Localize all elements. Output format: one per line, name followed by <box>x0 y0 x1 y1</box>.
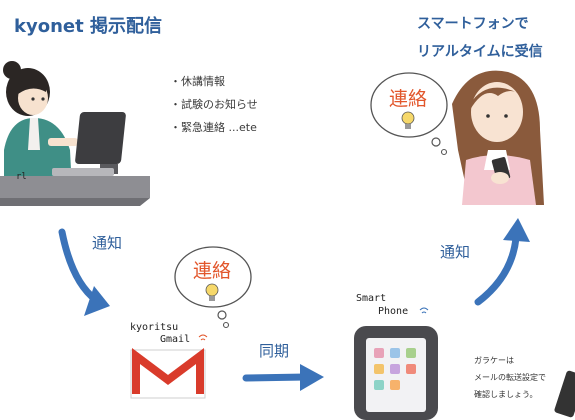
page-title: kyonet 掲示配信 <box>14 16 162 37</box>
arrow-sync <box>242 373 310 382</box>
arrow-notify-down-head <box>84 286 110 316</box>
bullet-item: ・休講情報 <box>170 75 225 88</box>
realtime-caption-line: リアルタイムに受信 <box>417 44 543 60</box>
sync-label: 同期 <box>259 342 290 360</box>
note-line: メールの転送設定で <box>474 373 546 382</box>
notify-label-left: 通知 <box>92 234 123 252</box>
realtime-caption-line: スマートフォンで <box>417 16 529 32</box>
arrow-notify-down <box>58 228 100 304</box>
bullet-item: ・試験のお知らせ <box>170 98 258 111</box>
arrow-sync-head <box>300 364 324 391</box>
thought-bubble-left <box>370 72 448 156</box>
arrow-notify-up-head <box>503 218 530 242</box>
note-line: ガラケーは <box>474 356 514 365</box>
bullet-item: ・緊急連絡 ...ete <box>170 121 257 134</box>
woman-at-computer-illustration <box>0 61 150 206</box>
bubble-center-text: 連絡 <box>193 260 232 282</box>
thought-bubble-center <box>174 246 252 329</box>
signal-mark-gmail <box>198 334 208 341</box>
arrow-notify-up <box>474 234 520 306</box>
notify-label-right: 通知 <box>440 243 471 261</box>
smartphone-icon <box>354 326 438 420</box>
smartphone-label-line1: Smart <box>356 293 387 304</box>
bubble-left-text: 連絡 <box>389 88 428 110</box>
realtime-caption: スマートフォンで リアルタイムに受信 <box>417 10 543 66</box>
smartphone-label-line2: Phone <box>378 306 409 317</box>
gmail-icon <box>130 348 206 399</box>
gmail-label-line1: kyoritsu <box>130 322 179 333</box>
note-line: 確認しましょう。 <box>474 390 538 399</box>
girl-with-phone-illustration <box>452 70 544 205</box>
announcement-bullets: ・休講情報 ・試験のお知らせ ・緊急連絡 ...ete <box>170 70 258 139</box>
feature-phone-note: ガラケーは メールの転送設定で 確認しましょう。 <box>474 352 546 403</box>
scribble-mark: rl <box>16 172 27 182</box>
gmail-label-line2: Gmail <box>160 334 191 345</box>
signal-mark-phone <box>419 307 429 314</box>
feature-phone-icon <box>554 370 575 418</box>
